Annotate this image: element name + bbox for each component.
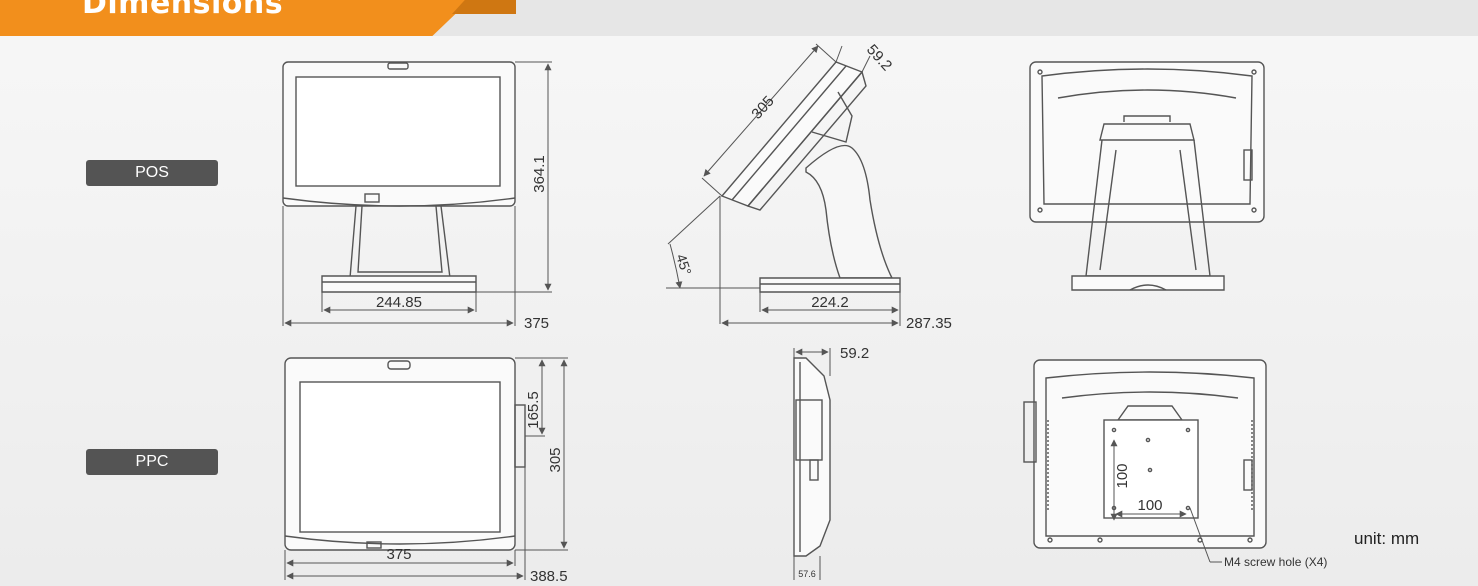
banner-accent [452, 0, 516, 14]
pos-front-dims [282, 61, 552, 327]
pos-front-width-label: 244.85 [376, 294, 422, 311]
pos-rear-view [1029, 61, 1265, 291]
unit-label: unit: mm [1354, 529, 1420, 548]
ppc-rear-dims [1110, 439, 1222, 563]
page-title: Dimensions [82, 0, 284, 21]
ppc-front-view [284, 357, 526, 551]
pos-front-overall-width-label: 375 [524, 315, 549, 332]
ppc-screw-note: M4 screw hole (X4) [1224, 555, 1327, 569]
pos-side-depth-label: 59.2 [863, 41, 895, 74]
ppc-side-depth-label: 59.2 [840, 345, 869, 362]
pos-front-height-label: 364.1 [531, 155, 548, 193]
ppc-vesa-width-label: 100 [1137, 497, 1162, 514]
ppc-side-dims [793, 348, 831, 580]
ppc-side-base-label: 57.6 [798, 569, 816, 579]
ppc-front-overall-width-label: 388.5 [530, 568, 568, 585]
ppc-front-dims [284, 357, 568, 580]
pos-side-view [720, 61, 901, 293]
ppc-row-label: PPC [86, 449, 218, 475]
title-banner [0, 0, 470, 36]
ppc-rear-view [1023, 359, 1267, 549]
pos-side-overall-label: 287.35 [906, 315, 952, 332]
ppc-side-view [793, 357, 831, 557]
ppc-front-width-label: 375 [386, 546, 411, 563]
pos-side-base-label: 224.2 [811, 294, 849, 311]
pos-side-angle-label: 45° [673, 252, 695, 277]
pos-front-view [282, 61, 516, 293]
pos-row-label: POS [86, 160, 218, 186]
ppc-front-height-label: 305 [547, 447, 564, 472]
ppc-front-height-upper-label: 165.5 [525, 391, 542, 429]
pos-side-dims [666, 43, 901, 327]
ppc-vesa-height-label: 100 [1114, 463, 1131, 488]
